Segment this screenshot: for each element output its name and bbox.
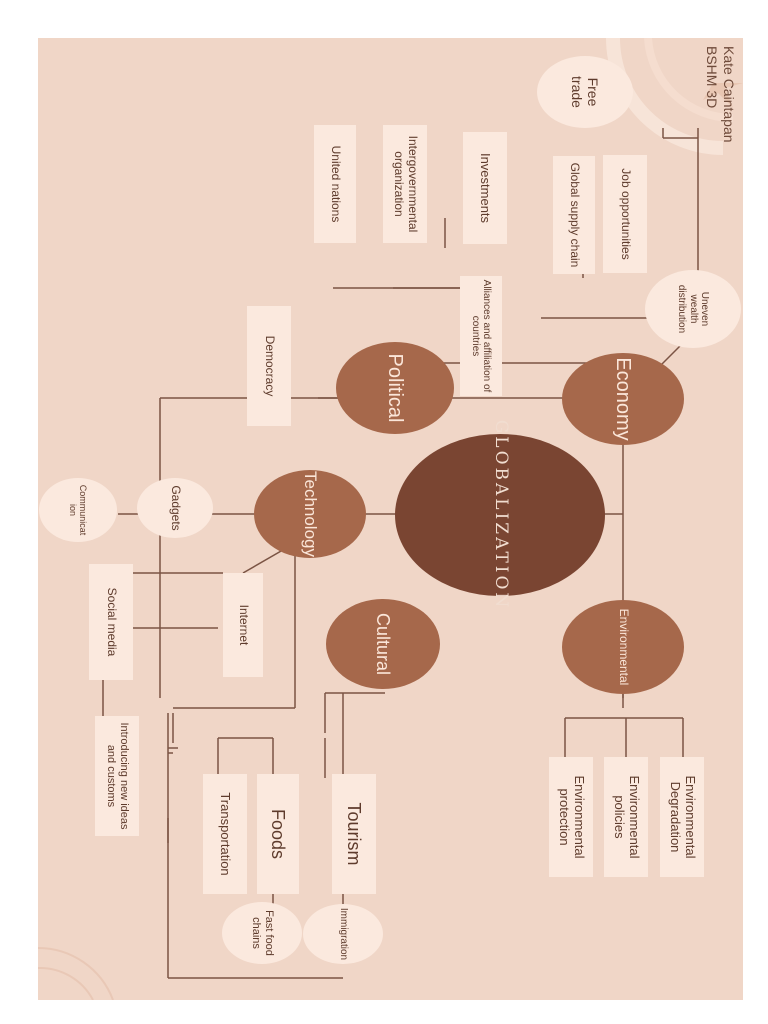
- internet-node: Internet: [223, 573, 263, 677]
- env-policies-node: Environmental policies: [604, 757, 648, 877]
- gadgets-label: Gadgets: [168, 485, 183, 531]
- foods-label: Foods: [268, 808, 289, 860]
- decor-arc: [38, 966, 94, 1000]
- mind-map-page: Kate Caintapan BSHM 3D GLOBALIZATION Eco…: [38, 38, 743, 1000]
- united-nations-label: United nations: [328, 145, 343, 223]
- env-protection-node: Environmental protection: [549, 757, 593, 877]
- author-name: Kate Caintapan: [721, 46, 737, 143]
- political-node: Political: [336, 342, 454, 434]
- foods-node: Foods: [257, 774, 299, 894]
- technology-node: Technology: [254, 470, 366, 558]
- free-trade-label: Free trade: [569, 76, 602, 108]
- decor-arc: [644, 38, 734, 123]
- intergovernmental-node: Intergovernmental organization: [383, 125, 427, 243]
- united-nations-node: United nations: [314, 125, 356, 243]
- alliances-label: Alliances and affiliation of countries: [470, 279, 493, 393]
- uneven-wealth-node: Uneven wealth distribution: [645, 270, 741, 348]
- political-label: Political: [384, 353, 407, 423]
- technology-label: Technology: [300, 470, 320, 557]
- free-trade-node: Free trade: [537, 56, 633, 128]
- globalization-center: GLOBALIZATION: [395, 420, 605, 610]
- social-media-node: Social media: [89, 564, 133, 680]
- center-label: GLOBALIZATION: [490, 419, 511, 611]
- uneven-wealth-label: Uneven wealth distribution: [676, 284, 711, 334]
- decor-arc: [606, 38, 724, 155]
- author-label: Kate Caintapan BSHM 3D: [703, 46, 737, 166]
- introducing-label: Introducing new ideas and customs: [105, 722, 130, 830]
- alliances-node: Alliances and affiliation of countries: [460, 276, 502, 396]
- investments-label: Investments: [478, 152, 494, 224]
- global-supply-chain-label: Global supply chain: [567, 162, 582, 268]
- transportation-label: Transportation: [218, 792, 234, 876]
- internet-label: Internet: [236, 604, 251, 646]
- tourism-label: Tourism: [344, 802, 365, 866]
- economy-label: Economy: [612, 357, 635, 441]
- immigration-label: Immigration: [337, 907, 349, 961]
- env-degradation-label: Environmental Degradation: [668, 775, 698, 859]
- global-supply-chain-node: Global supply chain: [553, 156, 595, 274]
- environmental-label: Environmental: [616, 608, 631, 686]
- communication-node: Communicat ion: [39, 478, 117, 542]
- mind-map-canvas: Kate Caintapan BSHM 3D GLOBALIZATION Eco…: [38, 38, 743, 1000]
- env-policies-label: Environmental policies: [612, 775, 642, 859]
- intergovernmental-label: Intergovernmental organization: [392, 135, 420, 233]
- cultural-label: Cultural: [373, 612, 394, 676]
- tourism-node: Tourism: [332, 774, 376, 894]
- env-protection-label: Environmental protection: [557, 775, 587, 859]
- communication-label: Communicat ion: [68, 484, 89, 536]
- author-section: BSHM 3D: [704, 46, 721, 109]
- job-opportunities-node: Job opportunities: [603, 155, 647, 273]
- democracy-label: Democracy: [262, 335, 277, 397]
- economy-node: Economy: [562, 353, 684, 445]
- social-media-label: Social media: [104, 587, 119, 657]
- democracy-node: Democracy: [247, 306, 291, 426]
- fast-food-label: Fast food chains: [250, 910, 275, 956]
- job-opportunities-label: Job opportunities: [618, 168, 633, 260]
- decor-star: [703, 83, 743, 108]
- fast-food-node: Fast food chains: [222, 902, 302, 964]
- introducing-node: Introducing new ideas and customs: [95, 716, 139, 836]
- transportation-node: Transportation: [203, 774, 247, 894]
- decor-arc: [38, 946, 114, 1000]
- gadgets-node: Gadgets: [137, 478, 213, 538]
- environmental-node: Environmental: [562, 600, 684, 694]
- immigration-node: Immigration: [303, 904, 383, 964]
- investments-node: Investments: [463, 132, 507, 244]
- env-degradation-node: Environmental Degradation: [660, 757, 704, 877]
- cultural-node: Cultural: [326, 599, 440, 689]
